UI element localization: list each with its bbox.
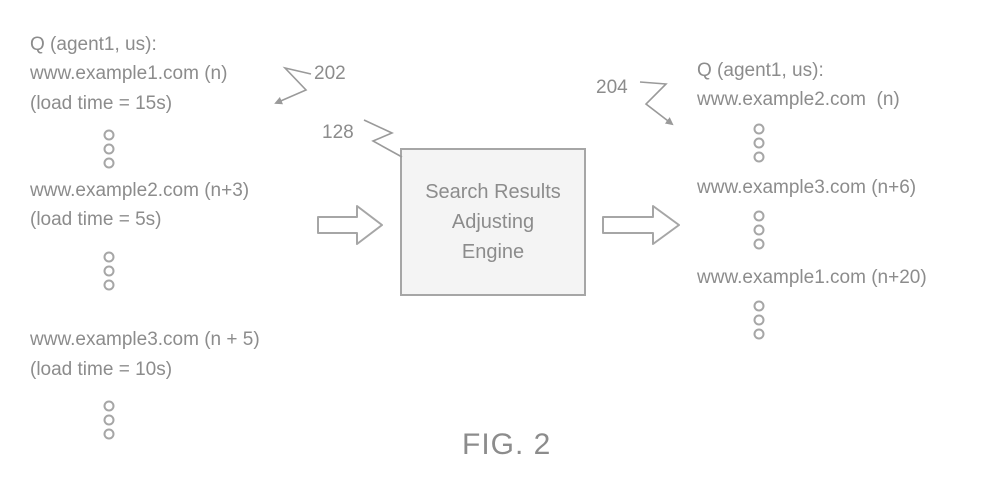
reference-numeral-204: 204 [596,77,628,98]
right-result-3-url: www.example1.com (n+20) [697,267,927,288]
left-result-2-load: (load time = 5s) [30,209,162,230]
reference-numeral-202: 202 [314,63,346,84]
right-query-label: Q (agent1, us): [697,60,824,81]
right-result-2-url: www.example3.com (n+6) [697,177,917,198]
right-ellipsis-2 [753,210,765,250]
search-results-adjusting-engine-box: Search Results Adjusting Engine [400,148,586,296]
left-ellipsis-2 [103,251,115,291]
right-ellipsis-3 [753,300,765,340]
input-block-arrow [317,205,383,245]
output-block-arrow [602,205,680,245]
left-result-1-load: (load time = 15s) [30,93,173,114]
figure-label: FIG. 2 [462,428,552,461]
left-result-3-url: www.example3.com (n + 5) [30,329,260,350]
left-result-2-url: www.example2.com (n+3) [30,180,250,201]
left-result-3-load: (load time = 10s) [30,359,173,380]
leader-line-204 [639,81,674,126]
right-ellipsis-1 [753,123,765,163]
left-query-label: Q (agent1, us): [30,34,157,55]
engine-label: Search Results Adjusting Engine [425,181,561,263]
leader-line-128 [363,119,403,158]
reference-numeral-128: 128 [322,122,354,143]
right-result-1-url: www.example2.com (n) [697,89,900,110]
left-ellipsis-1 [103,129,115,169]
leader-line-202 [274,66,312,105]
left-ellipsis-3 [103,400,115,440]
left-result-1-url: www.example1.com (n) [30,63,228,84]
